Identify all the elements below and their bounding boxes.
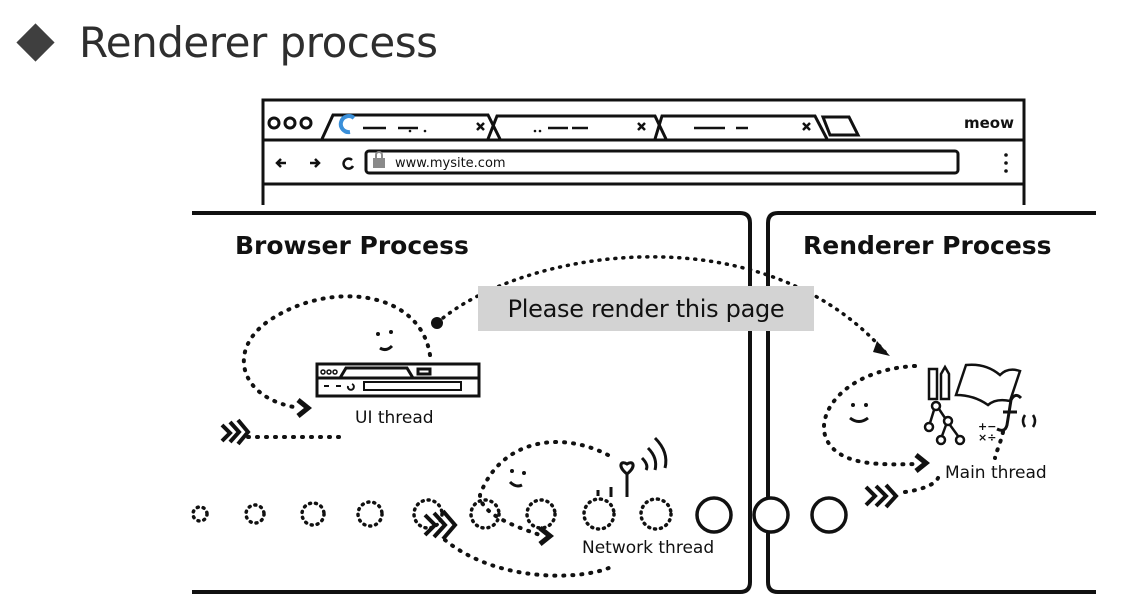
idle-thread-icon bbox=[244, 503, 266, 525]
renderer-process-box bbox=[766, 211, 1096, 594]
svg-text:×÷: ×÷ bbox=[978, 431, 996, 444]
idle-thread-icon bbox=[469, 498, 501, 530]
message-box: Please render this page bbox=[478, 286, 814, 331]
thread-icon bbox=[695, 496, 733, 534]
triple-chevron-icon bbox=[864, 483, 899, 509]
window-control-icon[interactable] bbox=[299, 116, 313, 130]
message-origin-dot bbox=[431, 317, 443, 329]
thread-pool bbox=[191, 497, 673, 531]
back-arrow-icon[interactable] bbox=[275, 158, 286, 168]
close-tab-icon[interactable] bbox=[802, 122, 811, 131]
reload-icon[interactable] bbox=[342, 157, 355, 170]
idle-thread-icon bbox=[412, 498, 444, 530]
ui-thread-loop bbox=[241, 294, 432, 439]
triple-chevron-icon bbox=[423, 509, 458, 541]
ui-thread-label: UI thread bbox=[355, 408, 434, 428]
idle-thread-icon bbox=[356, 500, 384, 528]
smiley-face-icon bbox=[376, 330, 394, 352]
renderer-process-title: Renderer Process bbox=[803, 231, 1052, 260]
browser-process-title: Browser Process bbox=[235, 231, 469, 260]
idle-thread-icon bbox=[191, 505, 209, 523]
ruler-icon bbox=[927, 367, 939, 401]
chevron-icon bbox=[914, 453, 931, 473]
close-tab-icon[interactable] bbox=[476, 122, 485, 131]
window-control-icon[interactable] bbox=[267, 116, 281, 130]
thread-icon bbox=[810, 496, 848, 534]
slide-title-text: Renderer process bbox=[79, 17, 438, 67]
ipc-thread-icon bbox=[752, 496, 790, 534]
idle-thread-icon bbox=[639, 497, 673, 531]
antenna-icon bbox=[596, 436, 668, 497]
mini-browser-icon bbox=[315, 362, 481, 398]
arrowhead-icon bbox=[873, 341, 890, 356]
new-tab-icon[interactable] bbox=[820, 115, 861, 137]
network-thread-loop bbox=[443, 440, 617, 578]
network-thread-label: Network thread bbox=[582, 538, 714, 558]
browser-process-box bbox=[192, 211, 752, 594]
forward-arrow-icon[interactable] bbox=[310, 158, 321, 168]
address-bar[interactable] bbox=[364, 149, 960, 175]
close-tab-icon[interactable] bbox=[637, 122, 646, 131]
profile-label: meow bbox=[964, 114, 1014, 132]
message-arrow-path bbox=[435, 255, 887, 354]
idle-thread-icon bbox=[300, 501, 326, 527]
message-text: Please render this page bbox=[507, 294, 785, 323]
function-icon bbox=[996, 393, 1023, 432]
chevron-icon bbox=[538, 526, 555, 546]
book-icon bbox=[954, 363, 1022, 407]
math-operators-icon: +− bbox=[978, 420, 996, 433]
tab-3[interactable] bbox=[653, 114, 829, 140]
slide-title: Renderer process bbox=[14, 10, 438, 74]
browser-window-frame bbox=[261, 98, 1026, 205]
smiley-face-icon bbox=[849, 403, 869, 423]
lock-icon bbox=[373, 158, 385, 168]
loading-spinner-icon bbox=[338, 114, 356, 135]
tree-icon bbox=[923, 400, 966, 446]
triple-chevron-icon bbox=[220, 418, 251, 446]
browser-window-mock bbox=[261, 98, 1026, 205]
kebab-menu-icon[interactable] bbox=[1004, 153, 1008, 157]
pencil-icon bbox=[939, 364, 951, 401]
window-control-icon[interactable] bbox=[283, 116, 297, 130]
idle-thread-icon bbox=[582, 497, 616, 531]
main-thread-label: Main thread bbox=[945, 463, 1047, 483]
smiley-face-icon bbox=[508, 469, 526, 488]
url-text[interactable]: www.mysite.com bbox=[395, 156, 506, 171]
main-thread-loop bbox=[822, 364, 1005, 494]
chevron-icon bbox=[296, 398, 313, 418]
idle-thread-icon bbox=[525, 498, 557, 530]
tab-2[interactable] bbox=[486, 114, 668, 140]
